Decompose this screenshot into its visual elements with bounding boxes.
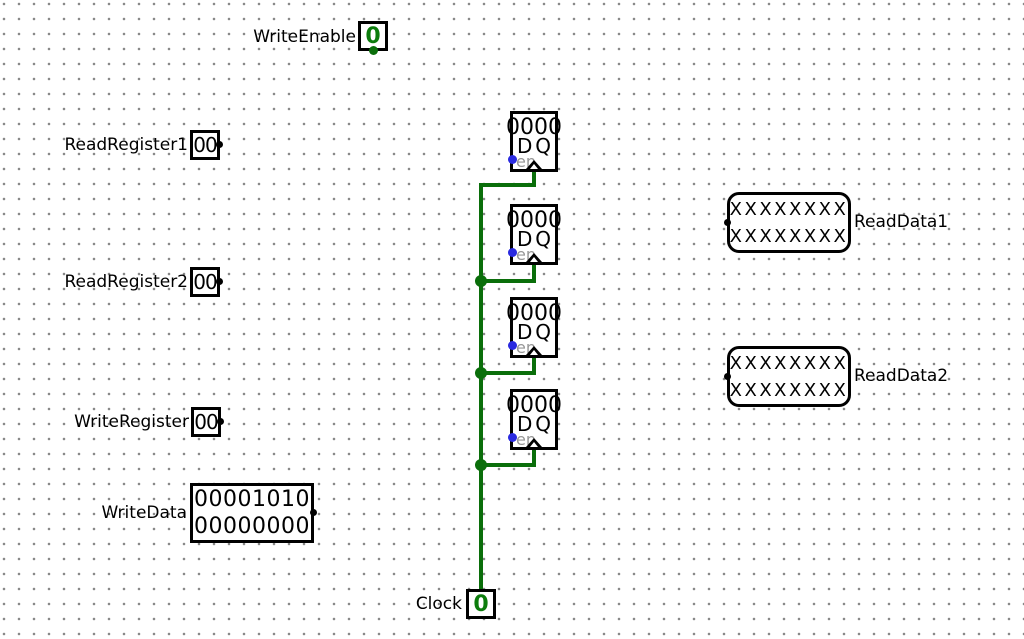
register2-en-pin-dot — [508, 248, 517, 257]
clock-branch2-vertical-wire — [532, 263, 536, 283]
readregister2-value: 00 — [193, 270, 217, 294]
writedata-input[interactable]: 00001010 00000000 — [190, 483, 314, 543]
register1-en-pin-dot — [508, 155, 517, 164]
writedata-value-row1: 00001010 — [194, 487, 310, 512]
writeenable-input[interactable]: 0 — [358, 21, 388, 51]
writedata-value-row2: 00000000 — [194, 514, 310, 539]
register-component-1[interactable]: 0000 D Q en — [506, 111, 562, 172]
readdata2-pin-dot — [724, 373, 731, 380]
clock-branch3-vertical-wire — [532, 356, 536, 375]
clock-branch3-horizontal-wire — [479, 371, 536, 375]
readdata2-value-row2: XXXXXXXX — [729, 379, 849, 401]
readregister1-value: 00 — [193, 133, 217, 157]
register4-en-pin-dot — [508, 433, 517, 442]
register1-value: 0000 — [506, 115, 562, 140]
wire-junction-dot — [475, 367, 487, 379]
readdata2-label: ReadData2 — [854, 366, 949, 386]
register-component-3[interactable]: 0000 D Q en — [506, 297, 562, 358]
clock-branch1-vertical-wire — [532, 170, 536, 186]
writeregister-value: 00 — [194, 410, 218, 434]
readregister2-input[interactable]: 00 — [190, 267, 220, 297]
register3-value: 0000 — [506, 301, 562, 326]
readregister1-pin-dot — [216, 141, 223, 148]
clock-branch2-horizontal-wire — [479, 279, 536, 283]
clock-value: 0 — [473, 591, 489, 617]
writedata-pin-dot — [310, 509, 317, 516]
readdata2-output[interactable]: XXXXXXXX XXXXXXXX — [727, 346, 851, 407]
clock-branch1-horizontal-wire — [479, 183, 536, 187]
readdata1-output[interactable]: XXXXXXXX XXXXXXXX — [727, 192, 851, 253]
readregister1-input[interactable]: 00 — [190, 130, 220, 160]
clock-branch4-vertical-wire — [532, 448, 536, 467]
register1-d-pin-label: D — [517, 134, 533, 158]
writeenable-value: 0 — [365, 23, 381, 49]
register3-d-pin-label: D — [517, 320, 533, 344]
writeenable-pin-dot — [369, 46, 378, 55]
wire-junction-dot — [475, 459, 487, 471]
clock-trunk-wire — [479, 183, 483, 591]
readdata1-value-row1: XXXXXXXX — [729, 198, 849, 220]
clock-branch4-horizontal-wire — [479, 463, 536, 467]
register3-en-pin-dot — [508, 341, 517, 350]
readregister1-label: ReadRegister1 — [64, 135, 188, 155]
readdata2-value-row1: XXXXXXXX — [729, 352, 849, 374]
clock-label: Clock — [415, 594, 462, 614]
register2-d-pin-label: D — [517, 227, 533, 251]
register-component-2[interactable]: 0000 D Q en — [506, 204, 562, 265]
clock-input[interactable]: 0 — [466, 589, 496, 619]
wire-junction-dot — [475, 275, 487, 287]
readregister2-label: ReadRegister2 — [64, 272, 188, 292]
readdata1-pin-dot — [724, 219, 731, 226]
readregister2-pin-dot — [216, 278, 223, 285]
writedata-label: WriteData — [101, 503, 187, 523]
register2-value: 0000 — [506, 208, 562, 233]
readdata1-label: ReadData1 — [854, 212, 949, 232]
register4-d-pin-label: D — [517, 412, 533, 436]
register4-value: 0000 — [506, 393, 562, 418]
writeregister-pin-dot — [217, 418, 224, 425]
register2-q-pin-label: Q — [535, 227, 551, 251]
readdata1-value-row2: XXXXXXXX — [729, 225, 849, 247]
register-component-4[interactable]: 0000 D Q en — [506, 389, 562, 450]
register1-q-pin-label: Q — [535, 134, 551, 158]
register4-q-pin-label: Q — [535, 412, 551, 436]
register3-q-pin-label: Q — [535, 320, 551, 344]
writeenable-label: WriteEnable — [253, 27, 356, 47]
writeregister-label: WriteRegister — [74, 412, 189, 432]
